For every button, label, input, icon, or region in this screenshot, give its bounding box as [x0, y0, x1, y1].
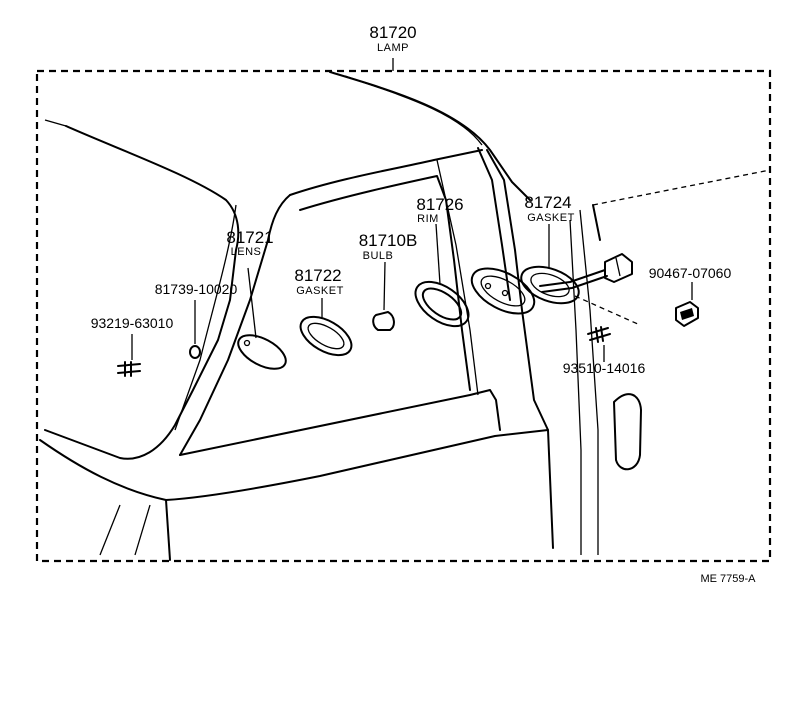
gasket-outer-label: GASKET	[527, 212, 575, 224]
bulb-part	[372, 261, 395, 331]
gasket-inner-number: 81722	[294, 266, 341, 285]
screw-right-part	[587, 326, 611, 362]
bulb-label: BULB	[363, 250, 394, 262]
screw-right-number: 93510-14016	[563, 360, 646, 376]
washer-part	[189, 300, 201, 359]
housing-socket-part	[470, 224, 633, 315]
lens-number: 81721	[226, 228, 273, 247]
screw-left-number: 93219-63010	[91, 315, 174, 331]
lens-part	[237, 267, 287, 370]
rim-label: RIM	[417, 213, 439, 225]
clip-number: 90467-07060	[649, 265, 732, 281]
lamp-label: LAMP	[377, 42, 409, 54]
lamp-number: 81720	[369, 23, 416, 42]
bulb-number: 81710B	[359, 231, 418, 250]
rim-part	[414, 223, 470, 328]
labels: 81720 LAMP 81721 LENS 81722 GASKET 81710…	[91, 23, 756, 585]
screw-left-part	[117, 334, 141, 377]
clip-leader	[574, 295, 641, 326]
gasket-inner-label: GASKET	[296, 285, 344, 297]
clip-part	[675, 282, 699, 327]
assembly-boundary	[35, 58, 772, 563]
gasket-outer-number: 81724	[524, 193, 571, 212]
washer-number: 81739-10020	[155, 281, 238, 297]
vehicle-body-outline	[39, 71, 771, 561]
gasket-inner-part	[299, 298, 353, 357]
reference-code: ME 7759-A	[700, 573, 756, 585]
rim-number: 81726	[416, 195, 463, 214]
lens-label: LENS	[231, 246, 262, 258]
